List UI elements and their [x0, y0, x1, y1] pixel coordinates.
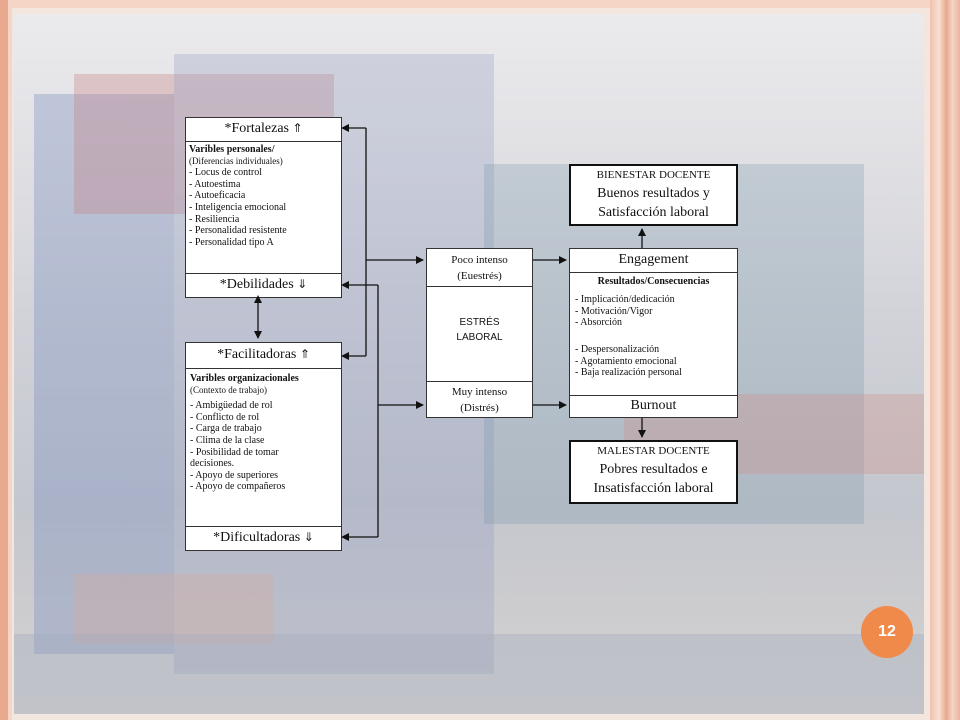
personal-group-label: Varibles personales/ [189, 144, 275, 155]
list-item: - Posibilidad de tomar [190, 446, 279, 458]
debilidades-header: *Debilidades ⇓ [186, 277, 341, 293]
estres-negative-line2: (Distrés) [460, 402, 499, 414]
personal-variables-list: Varibles personales/ (Diferencias indivi… [189, 144, 339, 248]
slide-frame-right [930, 0, 960, 720]
malestar-text: Pobres resultados e Insatisfacción labor… [571, 460, 736, 498]
estres-main-label: ESTRÉS LABORAL [427, 315, 532, 345]
engagement-label: Engagement [618, 252, 689, 267]
negative-outcomes-list: - Despersonalización - Agotamiento emoci… [575, 344, 735, 379]
personal-group-sub: (Diferencias individuales) [189, 155, 283, 166]
slide-frame-left-inner [8, 0, 12, 720]
bienestar-text: Buenos resultados y Satisfacción laboral [571, 184, 736, 222]
page-number-badge: 12 [861, 606, 913, 658]
debilidades-divider [186, 273, 341, 274]
list-item: - Agotamiento emocional [575, 355, 677, 367]
bienestar-label: BIENESTAR DOCENTE [596, 169, 711, 181]
list-item: - Autoestima [189, 178, 241, 190]
fortalezas-title: *Fortalezas [224, 121, 289, 136]
facilitadoras-title: *Facilitadoras [217, 347, 297, 362]
slide-frame-left [0, 0, 8, 720]
list-item: - Resiliencia [189, 213, 240, 225]
list-item: decisiones. [190, 458, 235, 470]
dificultadoras-divider [186, 526, 341, 527]
list-item: - Clima de la clase [190, 434, 265, 446]
engagement-divider [570, 272, 737, 273]
slide-frame-top [0, 0, 960, 8]
personal-variables-box: *Fortalezas ⇑ Varibles personales/ (Dife… [185, 117, 342, 298]
arrow-down-icon: ⇓ [303, 530, 314, 544]
bienestar-line2: Satisfacción laboral [598, 205, 709, 220]
list-item: - Personalidad tipo A [189, 236, 274, 248]
fortalezas-divider [186, 141, 341, 142]
arrow-up-icon: ⇑ [299, 347, 310, 361]
malestar-label: MALESTAR DOCENTE [597, 445, 710, 457]
organizational-variables-list: Varibles organizacionales (Contexto de t… [190, 373, 339, 493]
dificultadoras-title: *Dificultadoras [213, 530, 301, 545]
estres-main-line2: LABORAL [456, 332, 503, 343]
list-item: - Despersonalización [575, 344, 660, 355]
estres-positive-label: Poco intenso (Euestrés) [427, 252, 532, 284]
organizational-group-sub: (Contexto de trabajo) [190, 384, 267, 395]
background-ground [14, 634, 924, 714]
list-item: - Implicación/dedicación [575, 294, 675, 305]
organizational-variables-box: *Facilitadoras ⇑ Varibles organizacional… [185, 342, 342, 551]
malestar-line1: Pobres resultados e [599, 462, 708, 477]
list-item: - Motivación/Vigor [575, 305, 653, 317]
positive-outcomes-list: - Implicación/dedicación - Motivación/Vi… [575, 294, 735, 329]
background-building-left [34, 94, 174, 654]
estres-negative-line1: Muy intenso [451, 386, 508, 398]
estres-top-divider [427, 286, 532, 287]
bienestar-docente-box: BIENESTAR DOCENTE Buenos resultados y Sa… [569, 164, 738, 226]
dificultadoras-header: *Dificultadoras ⇓ [186, 530, 341, 546]
resultados-box: Engagement Resultados/Consecuencias - Im… [569, 248, 738, 418]
estres-laboral-box: Poco intenso (Euestrés) ESTRÉS LABORAL M… [426, 248, 533, 418]
list-item: - Inteligencia emocional [189, 201, 287, 213]
list-item: - Apoyo de compañeros [190, 481, 286, 493]
estres-bottom-divider [427, 381, 532, 382]
burnout-divider [570, 395, 737, 396]
arrow-up-icon: ⇑ [292, 121, 303, 135]
malestar-docente-box: MALESTAR DOCENTE Pobres resultados e Ins… [569, 440, 738, 504]
arrow-down-icon: ⇓ [297, 277, 308, 291]
estres-positive-line2: (Euestrés) [457, 270, 502, 282]
estres-positive-line1: Poco intenso [451, 254, 508, 266]
list-item: - Baja realización personal [575, 367, 682, 379]
facilitadoras-header: *Facilitadoras ⇑ [186, 347, 341, 363]
list-item: - Ambigüedad de rol [190, 400, 273, 412]
list-item: - Autoeficacia [189, 190, 246, 202]
background-sign [74, 574, 274, 644]
debilidades-title: *Debilidades [219, 277, 294, 292]
facilitadoras-divider [186, 368, 341, 369]
list-item: - Apoyo de superiores [190, 469, 279, 481]
list-item: - Locus de control [189, 167, 263, 179]
bienestar-line1: Buenos resultados y [597, 186, 710, 201]
list-item: - Carga de trabajo [190, 423, 262, 435]
fortalezas-header: *Fortalezas ⇑ [186, 121, 341, 137]
malestar-line2: Insatisfacción laboral [593, 481, 714, 496]
organizational-group-label: Varibles organizacionales [190, 373, 299, 384]
list-item: - Absorción [575, 317, 622, 329]
resultados-subtitle: Resultados/Consecuencias [597, 276, 710, 287]
burnout-label: Burnout [630, 398, 677, 413]
estres-negative-label: Muy intenso (Distrés) [427, 384, 532, 416]
estres-main-line1: ESTRÉS [459, 317, 500, 328]
list-item: - Personalidad resistente [189, 225, 287, 237]
list-item: - Conflicto de rol [190, 411, 260, 423]
